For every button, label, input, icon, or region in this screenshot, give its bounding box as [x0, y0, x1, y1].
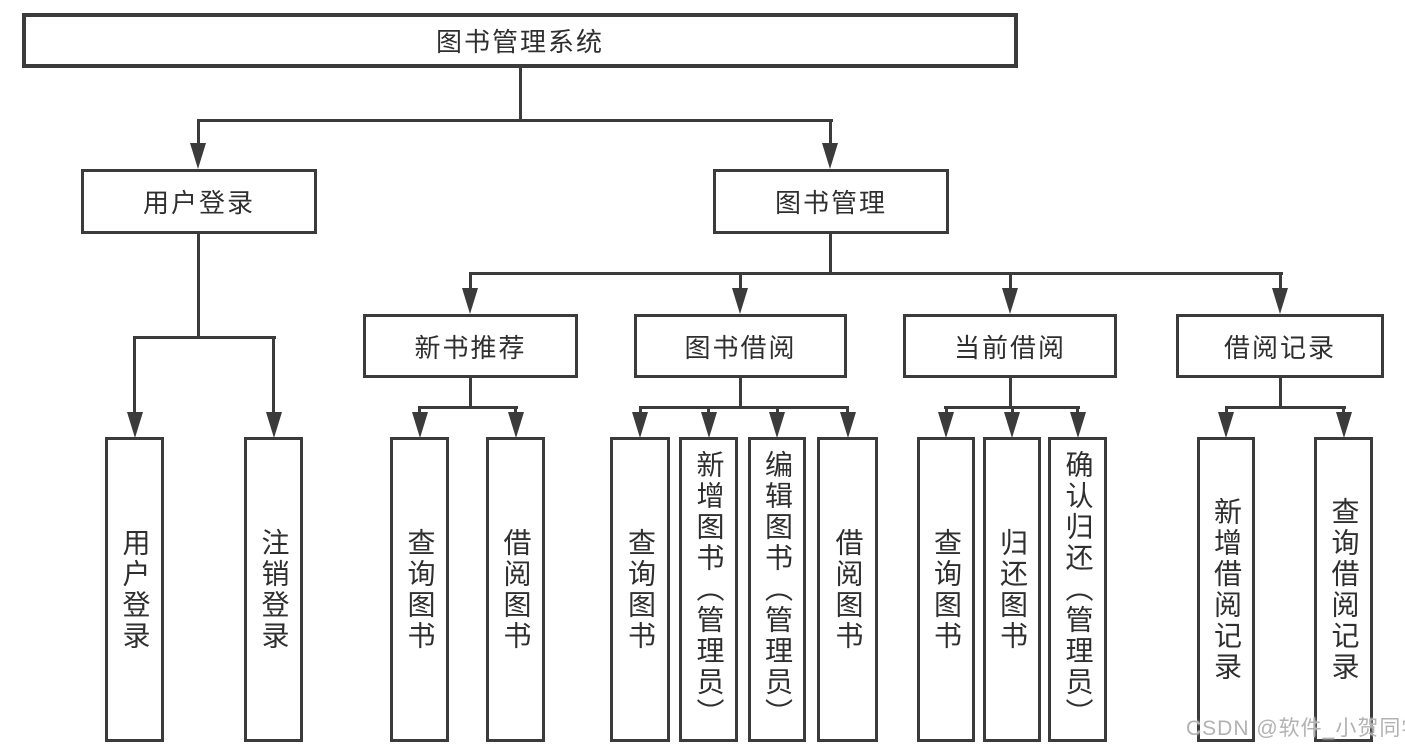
- connector-borrow-stem: [739, 376, 742, 408]
- leaf-return-book-label: 归还图书: [997, 527, 1028, 652]
- connector-records-stem: [1279, 376, 1282, 408]
- connector-arm-leaf-edit-book: [776, 406, 779, 416]
- connector-split-borrow: [639, 406, 849, 409]
- connector-arm-leaf-query3: [945, 406, 948, 416]
- connector-arm-leaf-confirm: [1076, 406, 1079, 416]
- leaf-borrow-book-1-label: 借阅图书: [500, 527, 532, 652]
- arrowhead-to-edit-book: [769, 412, 785, 438]
- leaf-borrow-book-2-label: 借阅图书: [832, 527, 864, 652]
- node-system-root-label: 图书管理系统: [435, 27, 604, 57]
- node-new-book-recommend-label: 新书推荐: [414, 332, 527, 363]
- connector-arm-borrow: [739, 272, 742, 288]
- arrowhead-to-return: [1004, 412, 1020, 438]
- connector-split-recommend: [418, 406, 518, 409]
- leaf-borrow-book-1: 借阅图书: [486, 437, 545, 742]
- connector-arm-leaf-return: [1011, 406, 1014, 416]
- node-book-mgmt: 图书管理: [713, 169, 949, 234]
- leaf-confirm-return-admin: 确认归还（管理员）: [1048, 437, 1107, 742]
- leaf-edit-book-admin-label: 编辑图书（管理员）: [762, 450, 793, 729]
- leaf-query-book-2: 查询图书: [610, 437, 670, 742]
- leaf-borrow-book-2: 借阅图书: [817, 437, 878, 742]
- arrowhead-to-query3: [938, 412, 954, 438]
- connector-arm-leaf-query-record: [1342, 406, 1345, 416]
- connector-split-login: [133, 336, 276, 339]
- arrowhead-to-bookmgmt: [822, 143, 838, 169]
- connector-login-stem: [197, 232, 200, 338]
- leaf-query-borrow-record: 查询借阅记录: [1314, 437, 1373, 742]
- connector-arm-recommend: [469, 272, 472, 288]
- connector-current-stem: [1009, 376, 1012, 408]
- leaf-user-login-label: 用户登录: [119, 527, 151, 652]
- connector-recommend-stem: [469, 376, 472, 408]
- leaf-query-book-3-label: 查询图书: [931, 527, 962, 652]
- connector-arm-bookmgmt: [829, 119, 832, 147]
- connector-root-stem: [519, 66, 522, 121]
- leaf-return-book: 归还图书: [983, 437, 1041, 742]
- leaf-add-book-admin: 新增图书（管理员）: [679, 437, 738, 742]
- node-book-borrow-label: 图书借阅: [684, 332, 797, 363]
- leaf-query-book-1: 查询图书: [390, 437, 449, 742]
- csdn-watermark: CSDN @软件_小贺同学: [1186, 717, 1405, 740]
- node-borrow-records-label: 借阅记录: [1223, 332, 1336, 363]
- leaf-query-book-3: 查询图书: [917, 437, 975, 742]
- arrowhead-to-borrow: [732, 288, 748, 314]
- connector-arm-logout: [272, 336, 275, 413]
- connector-bookmgmt-stem: [829, 232, 832, 274]
- leaf-confirm-return-admin-label: 确认归还（管理员）: [1062, 450, 1094, 729]
- leaf-user-login: 用户登录: [105, 437, 164, 742]
- connector-arm-login: [197, 119, 200, 147]
- leaf-query-book-1-label: 查询图书: [404, 527, 436, 652]
- leaf-logout: 注销登录: [244, 437, 303, 742]
- connector-arm-leaf-query2: [639, 406, 642, 416]
- node-current-borrow: 当前借阅: [903, 314, 1117, 378]
- connector-arm-leaf-borrow2: [846, 406, 849, 416]
- leaf-query-borrow-record-label: 查询借阅记录: [1328, 496, 1360, 683]
- connector-arm-userlogin: [133, 336, 136, 413]
- connector-arm-records: [1279, 272, 1282, 288]
- node-new-book-recommend: 新书推荐: [363, 314, 578, 378]
- arrowhead-to-add-record: [1218, 412, 1234, 438]
- arrowhead-to-current: [1002, 288, 1018, 314]
- arrowhead-to-login: [190, 143, 206, 169]
- node-book-mgmt-label: 图书管理: [774, 188, 887, 218]
- arrowhead-to-query1: [412, 412, 428, 438]
- node-login-label: 用户登录: [142, 188, 255, 218]
- connector-arm-leaf-query1: [418, 406, 421, 416]
- connector-arm-current: [1009, 272, 1012, 288]
- arrowhead-to-borrow2: [840, 412, 856, 438]
- node-book-borrow: 图书借阅: [634, 314, 847, 378]
- leaf-add-borrow-record: 新增借阅记录: [1197, 437, 1255, 742]
- arrowhead-to-borrow1: [508, 412, 524, 438]
- leaf-add-book-admin-label: 新增图书（管理员）: [693, 450, 725, 729]
- arrowhead-to-query2: [632, 412, 648, 438]
- leaf-edit-book-admin: 编辑图书（管理员）: [748, 437, 806, 742]
- leaf-query-book-2-label: 查询图书: [625, 527, 656, 652]
- arrowhead-to-records: [1272, 288, 1288, 314]
- leaf-logout-label: 注销登录: [258, 527, 290, 652]
- arrowhead-to-query-record: [1336, 412, 1352, 438]
- connector-arm-leaf-borrow1: [514, 406, 517, 416]
- node-borrow-records: 借阅记录: [1176, 314, 1384, 378]
- node-login: 用户登录: [81, 169, 317, 234]
- connector-split-records: [1225, 406, 1346, 409]
- node-current-borrow-label: 当前借阅: [953, 332, 1066, 363]
- connector-arm-leaf-add-book: [707, 406, 710, 416]
- arrowhead-to-recommend: [462, 288, 478, 314]
- arrowhead-to-confirm: [1070, 412, 1086, 438]
- connector-split-level3: [469, 272, 1283, 275]
- arrowhead-to-logout: [266, 412, 282, 438]
- node-system-root: 图书管理系统: [22, 13, 1018, 68]
- leaf-add-borrow-record-label: 新增借阅记录: [1211, 496, 1242, 683]
- connector-arm-leaf-add-record: [1225, 406, 1228, 416]
- arrowhead-to-userlogin: [127, 412, 143, 438]
- arrowhead-to-add-book: [701, 412, 717, 438]
- connector-split-level2: [197, 119, 833, 122]
